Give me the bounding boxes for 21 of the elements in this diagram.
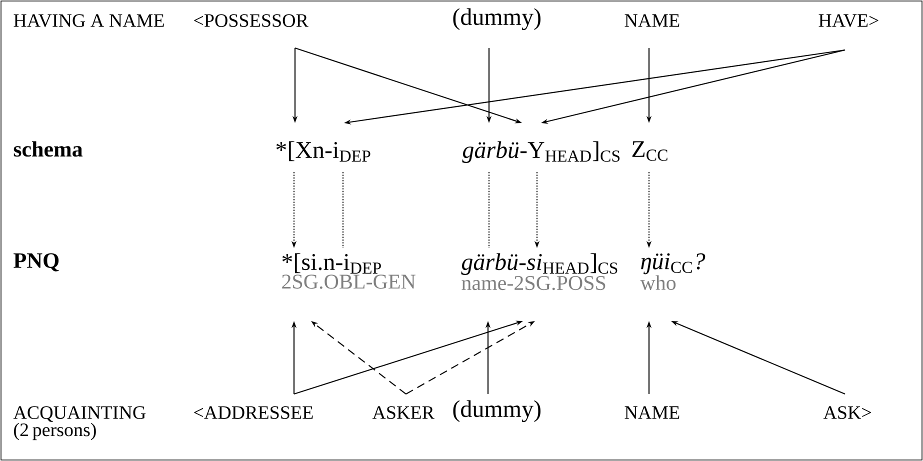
form-with-gloss: *[si.n-i$_{DEP}$ 2SG.OBL-GEN [282, 253, 416, 289]
schema-text: gärbü-Y$_{HEAD}$]$_{CS}$ [462, 141, 620, 163]
role-label: <ADDRESSEE [194, 406, 313, 419]
role-label: HAVE> [818, 14, 878, 28]
role-label: ASKER [372, 406, 434, 419]
role-label: NAME [624, 406, 680, 419]
connector-line [342, 172, 344, 248]
row-heading: ACQUAINTING (2 persons) [13, 406, 146, 440]
schema-text: *[Xn-i$_{DEP}$ [276, 141, 370, 162]
role-label: (dummy) [453, 400, 540, 422]
row-heading: schema [14, 141, 83, 157]
role-label: (dummy) [453, 8, 540, 30]
row-heading: PNQ [14, 253, 59, 272]
row-heading: HAVING A NAME [14, 14, 164, 28]
role-label: <POSSESSOR [194, 14, 308, 27]
form-with-gloss: ŋüi$_{CC}$? who [640, 253, 706, 290]
role-label: NAME [624, 14, 680, 27]
schema-text: Z$_{CC}$ [632, 141, 668, 161]
role-label: ASK> [823, 406, 871, 419]
form-with-gloss: gärbü-si$_{HEAD}$]$_{CS}$ name-2SG.POSS [461, 253, 618, 290]
connector-line [488, 172, 490, 248]
